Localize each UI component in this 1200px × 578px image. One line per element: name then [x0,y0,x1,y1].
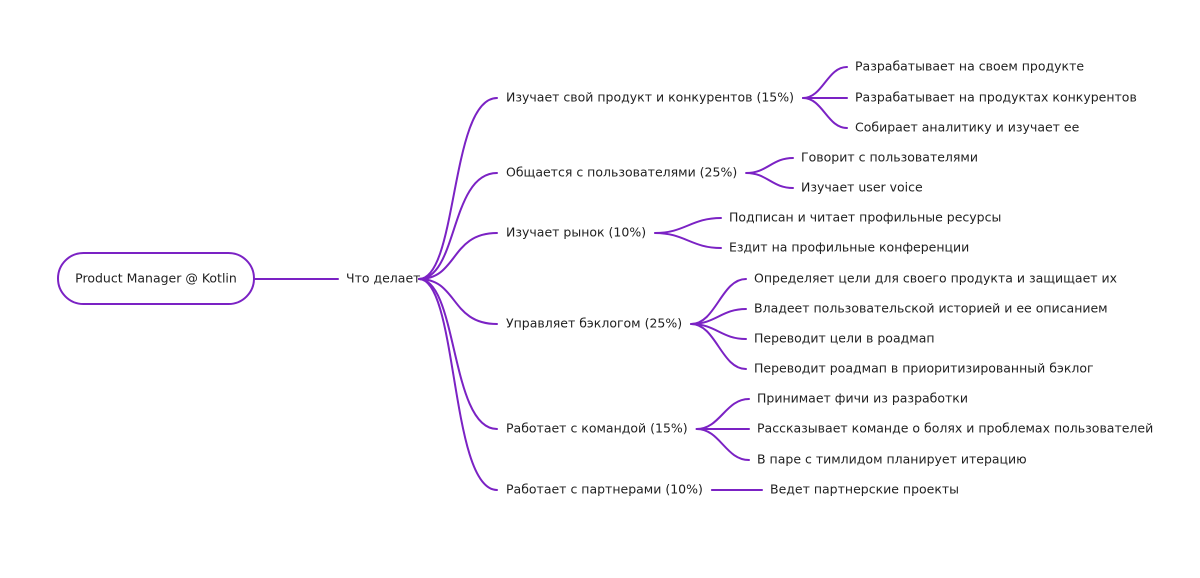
root-node-label: Product Manager @ Kotlin [75,271,237,286]
branch-1-leaf-1-label: Разрабатывает на своем продукте [855,59,1084,74]
hub-to-branch-1-connector [418,97,498,280]
hub-to-branch-2-connector [418,172,498,280]
hub-to-branch-5-connector [418,278,498,430]
branch-3-leaf-1-label: Подписан и читает профильные ресурсы [729,210,1001,225]
hub-node-label: Что делает [346,271,420,286]
branch-4-leaf-4-connector [690,323,747,370]
branch-5-label: Работает с командой (15%) [506,421,688,436]
branch-1-leaf-2-label: Разрабатывает на продуктах конкурентов [855,90,1137,105]
branch-5-leaf-1-label: Принимает фичи из разработки [757,391,968,406]
branch-2-label: Общается с пользователями (25%) [506,165,737,180]
branch-3-leaf-2-label: Ездит на профильные конференции [729,240,969,255]
branch-2-leaf-2-label: Изучает user voice [801,180,923,195]
leaf-labels: Разрабатывает на своем продуктеРазрабаты… [729,59,1153,497]
hub-to-branch-6-connector [418,278,498,491]
connector-lines [253,66,848,491]
branch-4-leaf-2-label: Владеет пользовательской историей и ее о… [754,301,1108,316]
branch-5-leaf-3-connector [695,428,750,461]
branch-3-leaf-1-connector [654,217,722,234]
branch-labels: Изучает свой продукт и конкурентов (15%)… [506,90,794,497]
branch-4-label: Управляет бэклогом (25%) [506,316,682,331]
branch-1-label: Изучает свой продукт и конкурентов (15%) [506,90,794,105]
branch-5-leaf-1-connector [695,398,750,430]
branch-1-leaf-3-connector [802,97,848,129]
branch-1-leaf-1-connector [802,66,848,99]
branch-1-leaf-3-label: Собирает аналитику и изучает ее [855,120,1080,135]
root-node: Product Manager @ Kotlin [57,252,255,305]
branch-3-leaf-2-connector [654,232,722,249]
hub-to-branch-3-connector [418,232,498,280]
branch-4-leaf-3-label: Переводит цели в роадмап [754,331,935,346]
branch-2-leaf-1-connector [745,157,794,174]
hub-to-branch-4-connector [418,278,498,325]
branch-6-leaf-1-label: Ведет партнерские проекты [770,482,959,497]
branch-6-label: Работает с партнерами (10%) [506,482,703,497]
branch-5-leaf-3-label: В паре с тимлидом планирует итерацию [757,452,1027,467]
branch-4-leaf-1-label: Определяет цели для своего продукта и за… [754,271,1117,286]
branch-4-leaf-4-label: Переводит роадмап в приоритизированный б… [754,361,1094,376]
branch-2-leaf-2-connector [745,172,794,189]
branch-2-leaf-1-label: Говорит с пользователями [801,150,978,165]
branch-3-label: Изучает рынок (10%) [506,225,646,240]
branch-5-leaf-2-label: Рассказывает команде о болях и проблемах… [757,421,1153,436]
root-node-box [57,252,255,305]
